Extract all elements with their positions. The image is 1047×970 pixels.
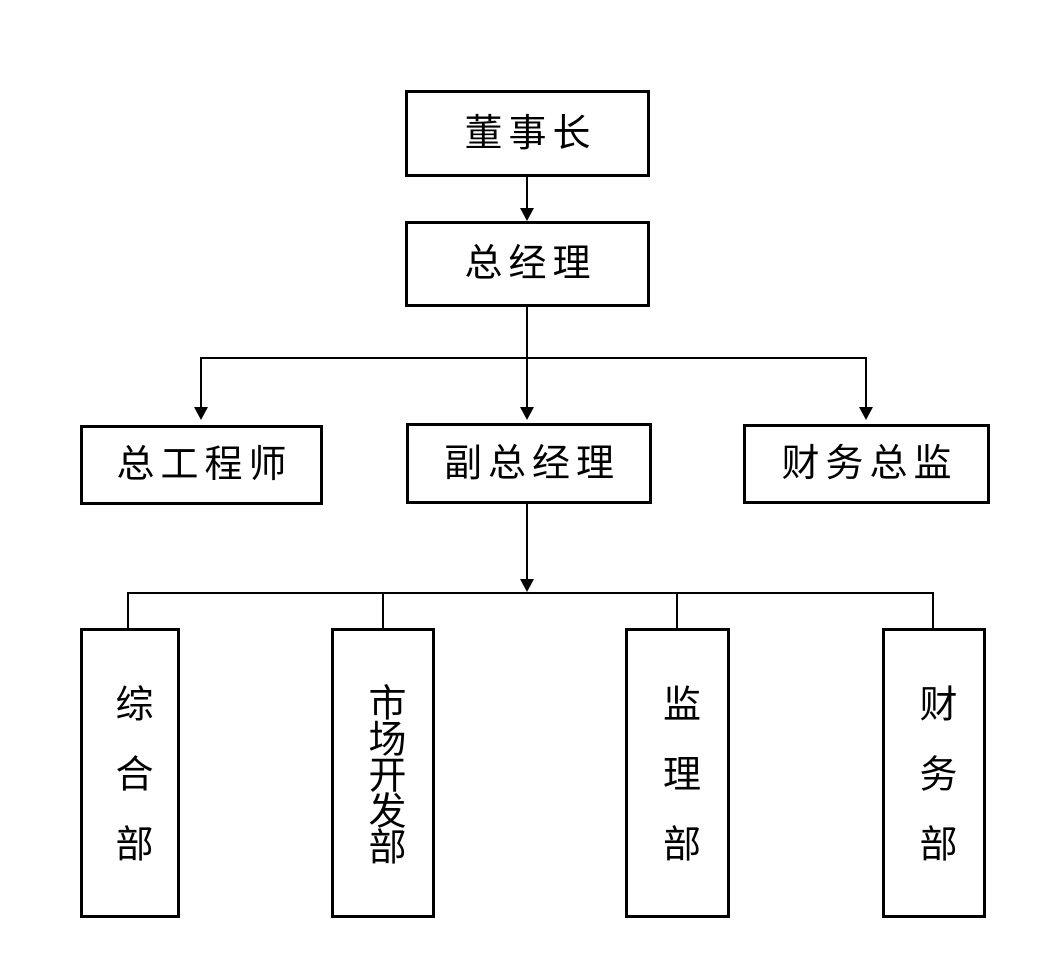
connector-gm-stem-line	[526, 306, 528, 359]
org-node-deputy-general-manager: 副总经理	[406, 423, 652, 504]
connector-drop-chief-engineer	[200, 357, 202, 408]
arrow-down-icon	[520, 579, 534, 592]
org-node-general-department: 综合部	[80, 628, 180, 918]
arrow-down-icon	[520, 407, 534, 420]
connector-drop-deputy-gm	[526, 357, 528, 408]
org-node-chief-engineer-label: 总工程师	[116, 444, 293, 486]
connector-deputy-gm-stem-line	[526, 503, 528, 580]
connector-gm-branch-line	[201, 357, 867, 359]
arrow-down-icon	[194, 407, 208, 420]
org-node-general-department-label: 综合部	[109, 684, 151, 894]
connector-drop-finance-director	[865, 357, 867, 408]
org-node-market-development-department: 市场开发部	[331, 628, 435, 918]
connector-drop-market-development-department	[382, 592, 384, 629]
org-node-chief-engineer: 总工程师	[80, 425, 323, 505]
org-node-supervision-department-label: 监理部	[656, 684, 699, 894]
org-node-chairman: 董事长	[405, 90, 650, 177]
org-node-general-manager: 总经理	[405, 221, 650, 307]
connector-chairman-to-gm-line	[526, 176, 528, 210]
arrow-down-icon	[520, 208, 534, 221]
org-node-deputy-general-manager-label: 副总经理	[443, 442, 620, 485]
connector-drop-supervision-department	[676, 592, 678, 629]
arrow-down-icon	[859, 407, 873, 420]
connector-drop-finance-department	[932, 592, 934, 629]
org-node-chairman-label: 董事长	[464, 112, 597, 155]
org-node-supervision-department: 监理部	[625, 628, 730, 918]
org-node-finance-department-label: 财务部	[913, 684, 955, 894]
org-node-general-manager-label: 总经理	[464, 243, 597, 285]
connector-drop-general-department	[127, 592, 129, 629]
org-node-finance-department: 财务部	[882, 628, 986, 918]
org-node-finance-director-label: 财务总监	[781, 443, 958, 485]
org-node-market-development-department-label: 市场开发部	[362, 683, 404, 863]
connector-departments-branch-line	[127, 592, 934, 594]
org-node-finance-director: 财务总监	[743, 424, 990, 504]
